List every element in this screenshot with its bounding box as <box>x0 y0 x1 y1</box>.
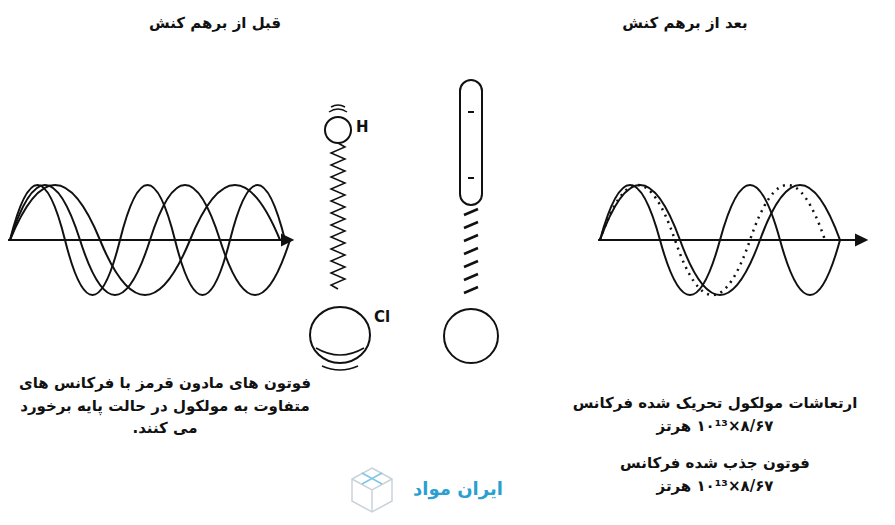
hydrogen-atom <box>325 117 351 143</box>
dash-mark <box>468 177 474 179</box>
atom-label: Cl <box>374 306 408 329</box>
absorbed-wave <box>600 185 825 295</box>
watermark-logo <box>352 468 392 512</box>
bond-dashes <box>464 209 478 293</box>
bond-spring <box>331 143 345 289</box>
description-text: ارتعاشات مولکول تحریک شده فرکانس ۸/۶۷×۱۰… <box>560 392 870 437</box>
photon-wave <box>10 185 285 295</box>
description-text: فوتون های مادون قرمز با فرکانس های متفاو… <box>15 372 315 440</box>
photon-wave <box>10 185 280 295</box>
section-heading: بعد از برهم کنش <box>600 12 770 35</box>
dash-mark <box>468 111 474 113</box>
vibration-mark <box>329 105 347 112</box>
photon-wave <box>10 185 290 295</box>
chlorine-atom <box>444 309 498 363</box>
description-text: فوتون جذب شده فرکانس ۸/۶۷×۱۰¹³ هرتز <box>580 452 850 497</box>
stretched-atom <box>460 80 482 205</box>
photon-wave <box>600 185 840 295</box>
vibration-mark <box>316 348 364 370</box>
section-heading: قبل از برهم کنش <box>130 12 300 35</box>
watermark-text: ایران مواد <box>398 475 518 502</box>
wave-axis <box>598 239 866 241</box>
photon-wave <box>600 185 840 295</box>
axis-arrow <box>856 235 866 245</box>
atom-label: H <box>356 116 380 139</box>
